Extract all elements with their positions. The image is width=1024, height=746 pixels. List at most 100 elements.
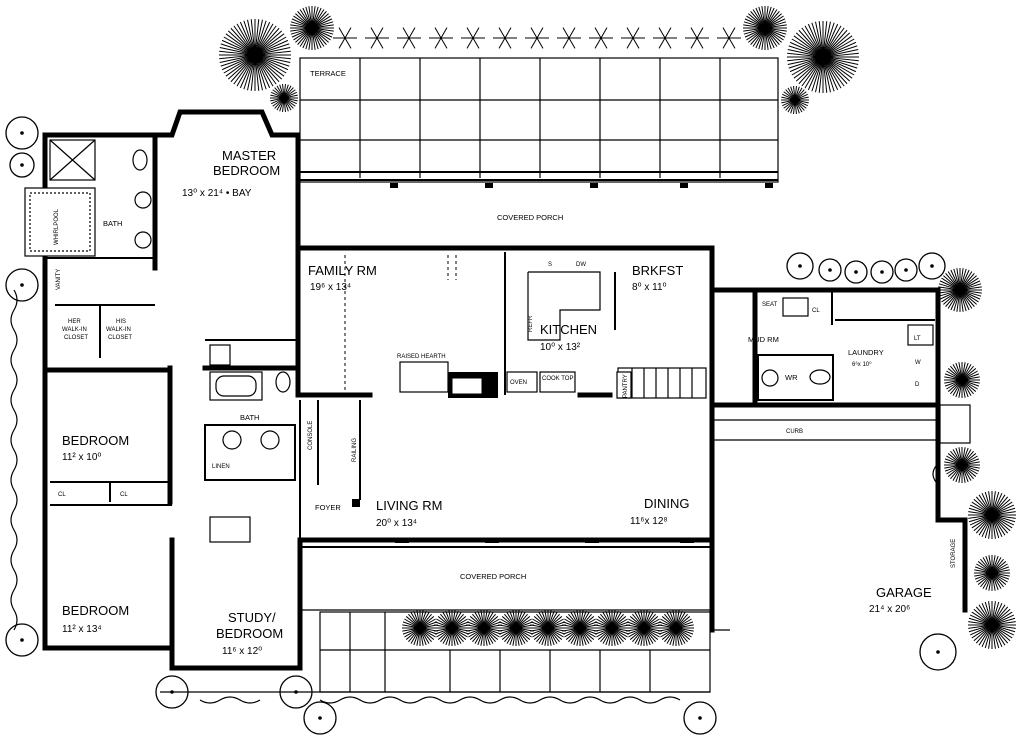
tree-icon — [5, 623, 39, 657]
hedge-plant-icon — [493, 27, 517, 49]
wr-label: WR — [785, 373, 798, 382]
hedge-plant-icon — [685, 27, 709, 49]
d-label: D — [915, 382, 920, 388]
cl-label-1: CL — [58, 492, 66, 498]
master-bedroom-label-2: BEDROOM — [213, 163, 280, 178]
refr-label: REFR — [528, 315, 534, 332]
pantry-label: PANTRY — [623, 374, 629, 398]
tree-shrub-icon — [270, 84, 298, 112]
tree-shrub-icon — [743, 6, 787, 50]
tree-shrub-icon — [781, 86, 809, 114]
mud-rm-label: MUD RM — [748, 335, 779, 344]
tree-icon — [870, 260, 894, 284]
bath2-label: BATH — [240, 413, 259, 422]
tree-icon — [683, 701, 717, 735]
front-shrub-icon — [562, 610, 598, 646]
study-label-1: STUDY/ — [228, 610, 276, 625]
covered-porch-front-label: COVERED PORCH — [460, 572, 526, 581]
hedge-plant-icon — [365, 27, 389, 49]
front-shrub-icon — [434, 610, 470, 646]
landscaping-trees — [5, 6, 1016, 735]
garage-dims: 21⁴ x 20⁶ — [869, 604, 910, 615]
living-rm-dims: 20⁰ x 13⁴ — [376, 518, 417, 529]
her-closet-l1: HER — [68, 319, 81, 325]
master-bedroom-dims: 13⁰ x 21⁴ • BAY — [182, 188, 252, 199]
family-rm-label: FAMILY RM — [308, 263, 377, 278]
kitchen-label: KITCHEN — [540, 322, 597, 337]
hedge-plant-icon — [429, 27, 453, 49]
front-shrub-icon — [530, 610, 566, 646]
cl-label-2: CL — [120, 492, 128, 498]
hedge-plant-icon — [653, 27, 677, 49]
bedroom2-dims: 11² x 13⁴ — [62, 624, 102, 635]
her-closet-l3: CLOSET — [64, 335, 88, 341]
hedge-plant-icon — [461, 27, 485, 49]
tree-shrub-icon — [968, 601, 1016, 649]
hedge-plant-icon — [621, 27, 645, 49]
w-label: W — [915, 360, 921, 366]
tree-icon — [9, 152, 35, 178]
his-closet-l1: HIS — [116, 319, 126, 325]
hedge-plant-icon — [717, 27, 741, 49]
dining-dims: 11⁶x 12⁸ — [630, 516, 668, 527]
tree-shrub-icon — [974, 555, 1010, 591]
tree-shrub-icon — [787, 21, 859, 93]
vanity-label: VANITY — [56, 269, 62, 290]
bedroom1-label: BEDROOM — [62, 433, 129, 448]
tree-icon — [818, 258, 842, 282]
study-label-2: BEDROOM — [216, 626, 283, 641]
tree-icon — [844, 260, 868, 284]
front-shrub-icon — [658, 610, 694, 646]
foyer-label: FOYER — [315, 503, 341, 512]
hedge-plant-icon — [333, 27, 357, 49]
living-rm-label: LIVING RM — [376, 498, 442, 513]
cooktop-label: COOK TOP — [542, 376, 573, 382]
raised-hearth-label: RAISED HEARTH — [397, 354, 446, 360]
tree-icon — [303, 701, 337, 735]
s-label: S — [548, 262, 552, 268]
his-closet-l2: WALK-IN — [106, 327, 131, 333]
bedroom2-label: BEDROOM — [62, 603, 129, 618]
terrace-label: TERRACE — [310, 69, 346, 78]
tree-shrub-icon — [944, 362, 980, 398]
walls — [10, 109, 971, 704]
storage-label: STORAGE — [951, 539, 957, 568]
front-shrub-icon — [594, 610, 630, 646]
front-shrub-icon — [498, 610, 534, 646]
tree-icon — [786, 252, 814, 280]
master-bath-label: BATH — [103, 219, 122, 228]
tree-icon — [894, 258, 918, 282]
tree-shrub-icon — [938, 268, 982, 312]
study-dims: 11⁶ x 12⁰ — [222, 646, 262, 657]
tree-shrub-icon — [968, 491, 1016, 539]
cl-label-mud: CL — [812, 308, 820, 314]
seat-label: SEAT — [762, 302, 778, 308]
whirlpool-label: WHIRLPOOL — [54, 208, 60, 245]
tree-icon — [919, 633, 957, 671]
console-label: CONSOLE — [308, 421, 314, 450]
railing-label: RAILING — [352, 438, 358, 462]
bedroom1-dims: 11² x 10⁰ — [62, 452, 101, 463]
garage-label: GARAGE — [876, 585, 932, 600]
front-shrub-icon — [466, 610, 502, 646]
tree-icon — [5, 116, 39, 150]
tree-shrub-icon — [944, 447, 980, 483]
room-labels: MASTER BEDROOM 13⁰ x 21⁴ • BAY BATH WHIR… — [54, 148, 957, 657]
tree-shrub-icon — [219, 19, 291, 91]
covered-porch-rear-label: COVERED PORCH — [497, 213, 563, 222]
linen-label: LINEN — [212, 464, 230, 470]
lt-label: LT — [914, 336, 921, 342]
dining-label: DINING — [644, 496, 690, 511]
tree-shrub-icon — [290, 6, 334, 50]
brkfst-label: BRKFST — [632, 263, 683, 278]
hedge-plant-icon — [525, 27, 549, 49]
laundry-dims: 6⁶x 10⁰ — [852, 361, 872, 368]
tree-icon — [5, 268, 39, 302]
hedge-plant-icon — [589, 27, 613, 49]
terrace: TERRACE — [299, 57, 779, 183]
hedge-plant-icon — [397, 27, 421, 49]
master-bedroom-label: MASTER — [222, 148, 276, 163]
kitchen-dims: 10⁰ x 13² — [540, 342, 581, 353]
oven-label: OVEN — [510, 380, 527, 386]
